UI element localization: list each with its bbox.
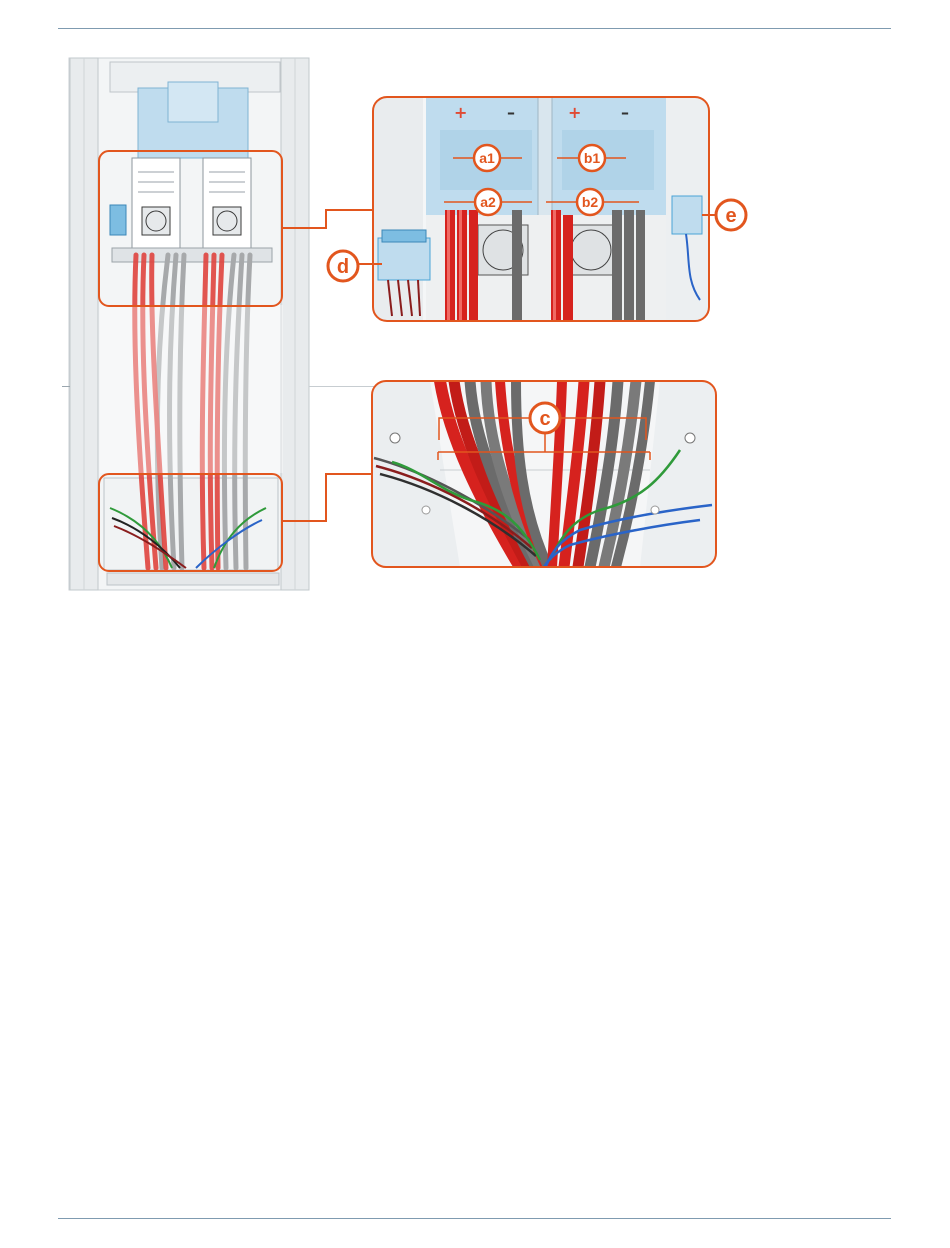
- callout-b2: b2: [577, 189, 603, 215]
- callout-d: d: [328, 251, 358, 281]
- minus-sign-right: –: [621, 103, 629, 122]
- plus-sign-right: +: [568, 103, 581, 122]
- label-b1: b1: [584, 150, 601, 166]
- callout-a2: a2: [475, 189, 501, 215]
- callout-b1: b1: [579, 145, 605, 171]
- callout-a1: a1: [474, 145, 500, 171]
- label-a1: a1: [479, 150, 495, 166]
- label-e: e: [725, 205, 736, 227]
- minus-sign-left: –: [507, 103, 515, 122]
- plus-sign-left: +: [454, 103, 467, 122]
- label-b2: b2: [582, 194, 599, 210]
- callout-c: c: [530, 403, 560, 433]
- detail-busbars: [373, 97, 709, 321]
- footer-rule: [58, 1218, 891, 1219]
- label-c: c: [539, 408, 550, 430]
- label-a2: a2: [480, 194, 496, 210]
- callout-e: e: [716, 200, 746, 230]
- label-d: d: [337, 256, 349, 278]
